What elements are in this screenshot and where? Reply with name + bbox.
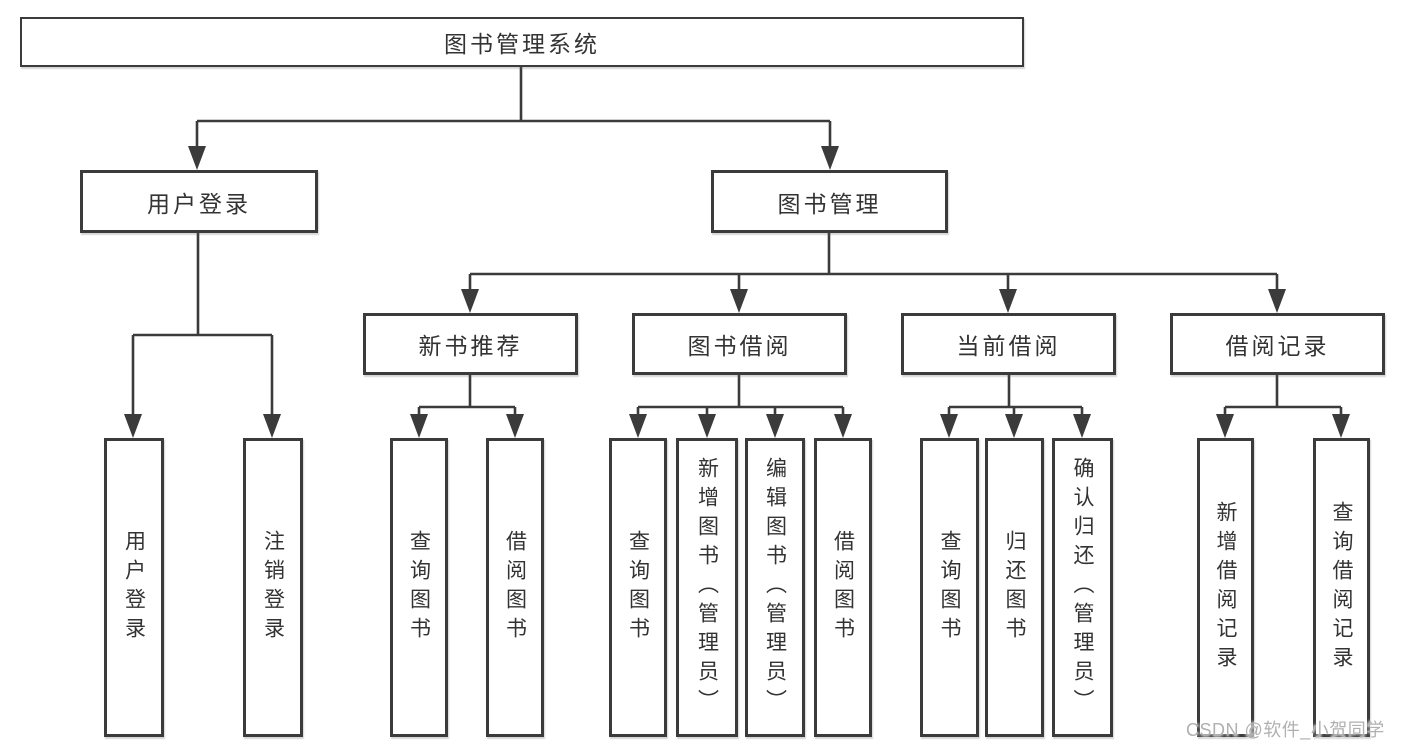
node-leaf-borrow-books-recommend: 借阅图书	[486, 438, 544, 737]
node-library-management-system: 图书管理系统	[20, 17, 1024, 67]
csdn-watermark: CSDN @软件_小贺同学	[1186, 720, 1385, 740]
arrow-down-icon	[698, 414, 716, 438]
node-label: 借阅图书	[503, 529, 527, 646]
node-leaf-return-books: 归还图书	[985, 438, 1044, 737]
node-leaf-query-books-borrow: 查询图书	[609, 438, 667, 737]
node-label: 图书管理	[777, 190, 882, 217]
arrow-down-icon	[1216, 414, 1234, 438]
connector-userlogin-to-leaves	[131, 233, 274, 418]
arrow-down-icon	[821, 146, 839, 170]
node-leaf-query-books-current: 查询图书	[920, 438, 979, 737]
node-label: 归还图书	[1003, 529, 1026, 646]
node-leaf-add-borrow-record: 新增借阅记录	[1197, 438, 1254, 737]
node-book-borrowing: 图书借阅	[632, 313, 847, 375]
node-label: 查询图书	[938, 529, 961, 646]
node-label: 新增图书（管理员）	[695, 457, 719, 718]
arrow-down-icon	[1073, 414, 1091, 438]
connector-bookborrow-to-leaves	[636, 375, 845, 420]
connector-newbookrec-to-leaves	[417, 375, 517, 420]
arrow-down-icon	[188, 146, 206, 170]
node-label: 图书管理系统	[444, 31, 600, 57]
arrow-down-icon	[999, 289, 1017, 313]
node-book-management: 图书管理	[711, 170, 948, 233]
node-label: 用户登录	[147, 190, 251, 217]
arrow-down-icon	[766, 414, 784, 438]
arrow-down-icon	[1268, 289, 1286, 313]
node-borrowing-records: 借阅记录	[1170, 313, 1385, 375]
node-label: 借阅图书	[831, 529, 855, 646]
node-new-book-recommendation: 新书推荐	[363, 313, 578, 375]
node-label: 新增借阅记录	[1214, 500, 1237, 675]
node-leaf-user-login: 用户登录	[104, 438, 164, 737]
arrow-down-icon	[263, 414, 281, 438]
node-label: 图书借阅	[687, 333, 792, 359]
arrow-down-icon	[730, 289, 748, 313]
arrow-down-icon	[1332, 414, 1350, 438]
arrow-down-icon	[461, 289, 479, 313]
node-leaf-borrow-books: 借阅图书	[814, 438, 872, 737]
node-label: 注销登录	[261, 529, 285, 646]
node-leaf-edit-books-admin: 编辑图书（管理员）	[745, 438, 805, 737]
node-label: 新书推荐	[418, 333, 523, 359]
node-label: 编辑图书（管理员）	[763, 457, 787, 718]
node-user-login: 用户登录	[80, 170, 318, 233]
arrow-down-icon	[124, 414, 142, 438]
arrow-down-icon	[410, 414, 428, 438]
arrow-down-icon	[506, 414, 524, 438]
node-label: 当前借阅	[956, 333, 1061, 359]
node-label: 借阅记录	[1225, 333, 1330, 359]
connector-currentborrow-to-leaves	[947, 375, 1084, 420]
node-label: 确认归还（管理员）	[1071, 457, 1094, 718]
node-label: 用户登录	[122, 529, 146, 646]
arrow-down-icon	[629, 414, 647, 438]
node-leaf-add-books-admin: 新增图书（管理员）	[676, 438, 738, 737]
node-leaf-logout: 注销登录	[243, 438, 303, 737]
node-leaf-confirm-return-admin: 确认归还（管理员）	[1052, 438, 1113, 737]
node-leaf-query-borrow-record: 查询借阅记录	[1313, 438, 1370, 737]
connector-root-to-level1	[195, 67, 832, 150]
arrow-down-icon	[1005, 414, 1023, 438]
arrow-down-icon	[940, 414, 958, 438]
arrow-down-icon	[834, 414, 852, 438]
connector-bookmgmt-to-level2	[468, 233, 1279, 293]
node-label: 查询图书	[407, 529, 431, 646]
node-current-borrowing: 当前借阅	[901, 313, 1116, 375]
node-leaf-query-books-recommend: 查询图书	[390, 438, 448, 737]
connector-borrowrecords-to-leaves	[1223, 375, 1343, 420]
node-label: 查询借阅记录	[1330, 500, 1353, 675]
node-label: 查询图书	[626, 529, 650, 646]
